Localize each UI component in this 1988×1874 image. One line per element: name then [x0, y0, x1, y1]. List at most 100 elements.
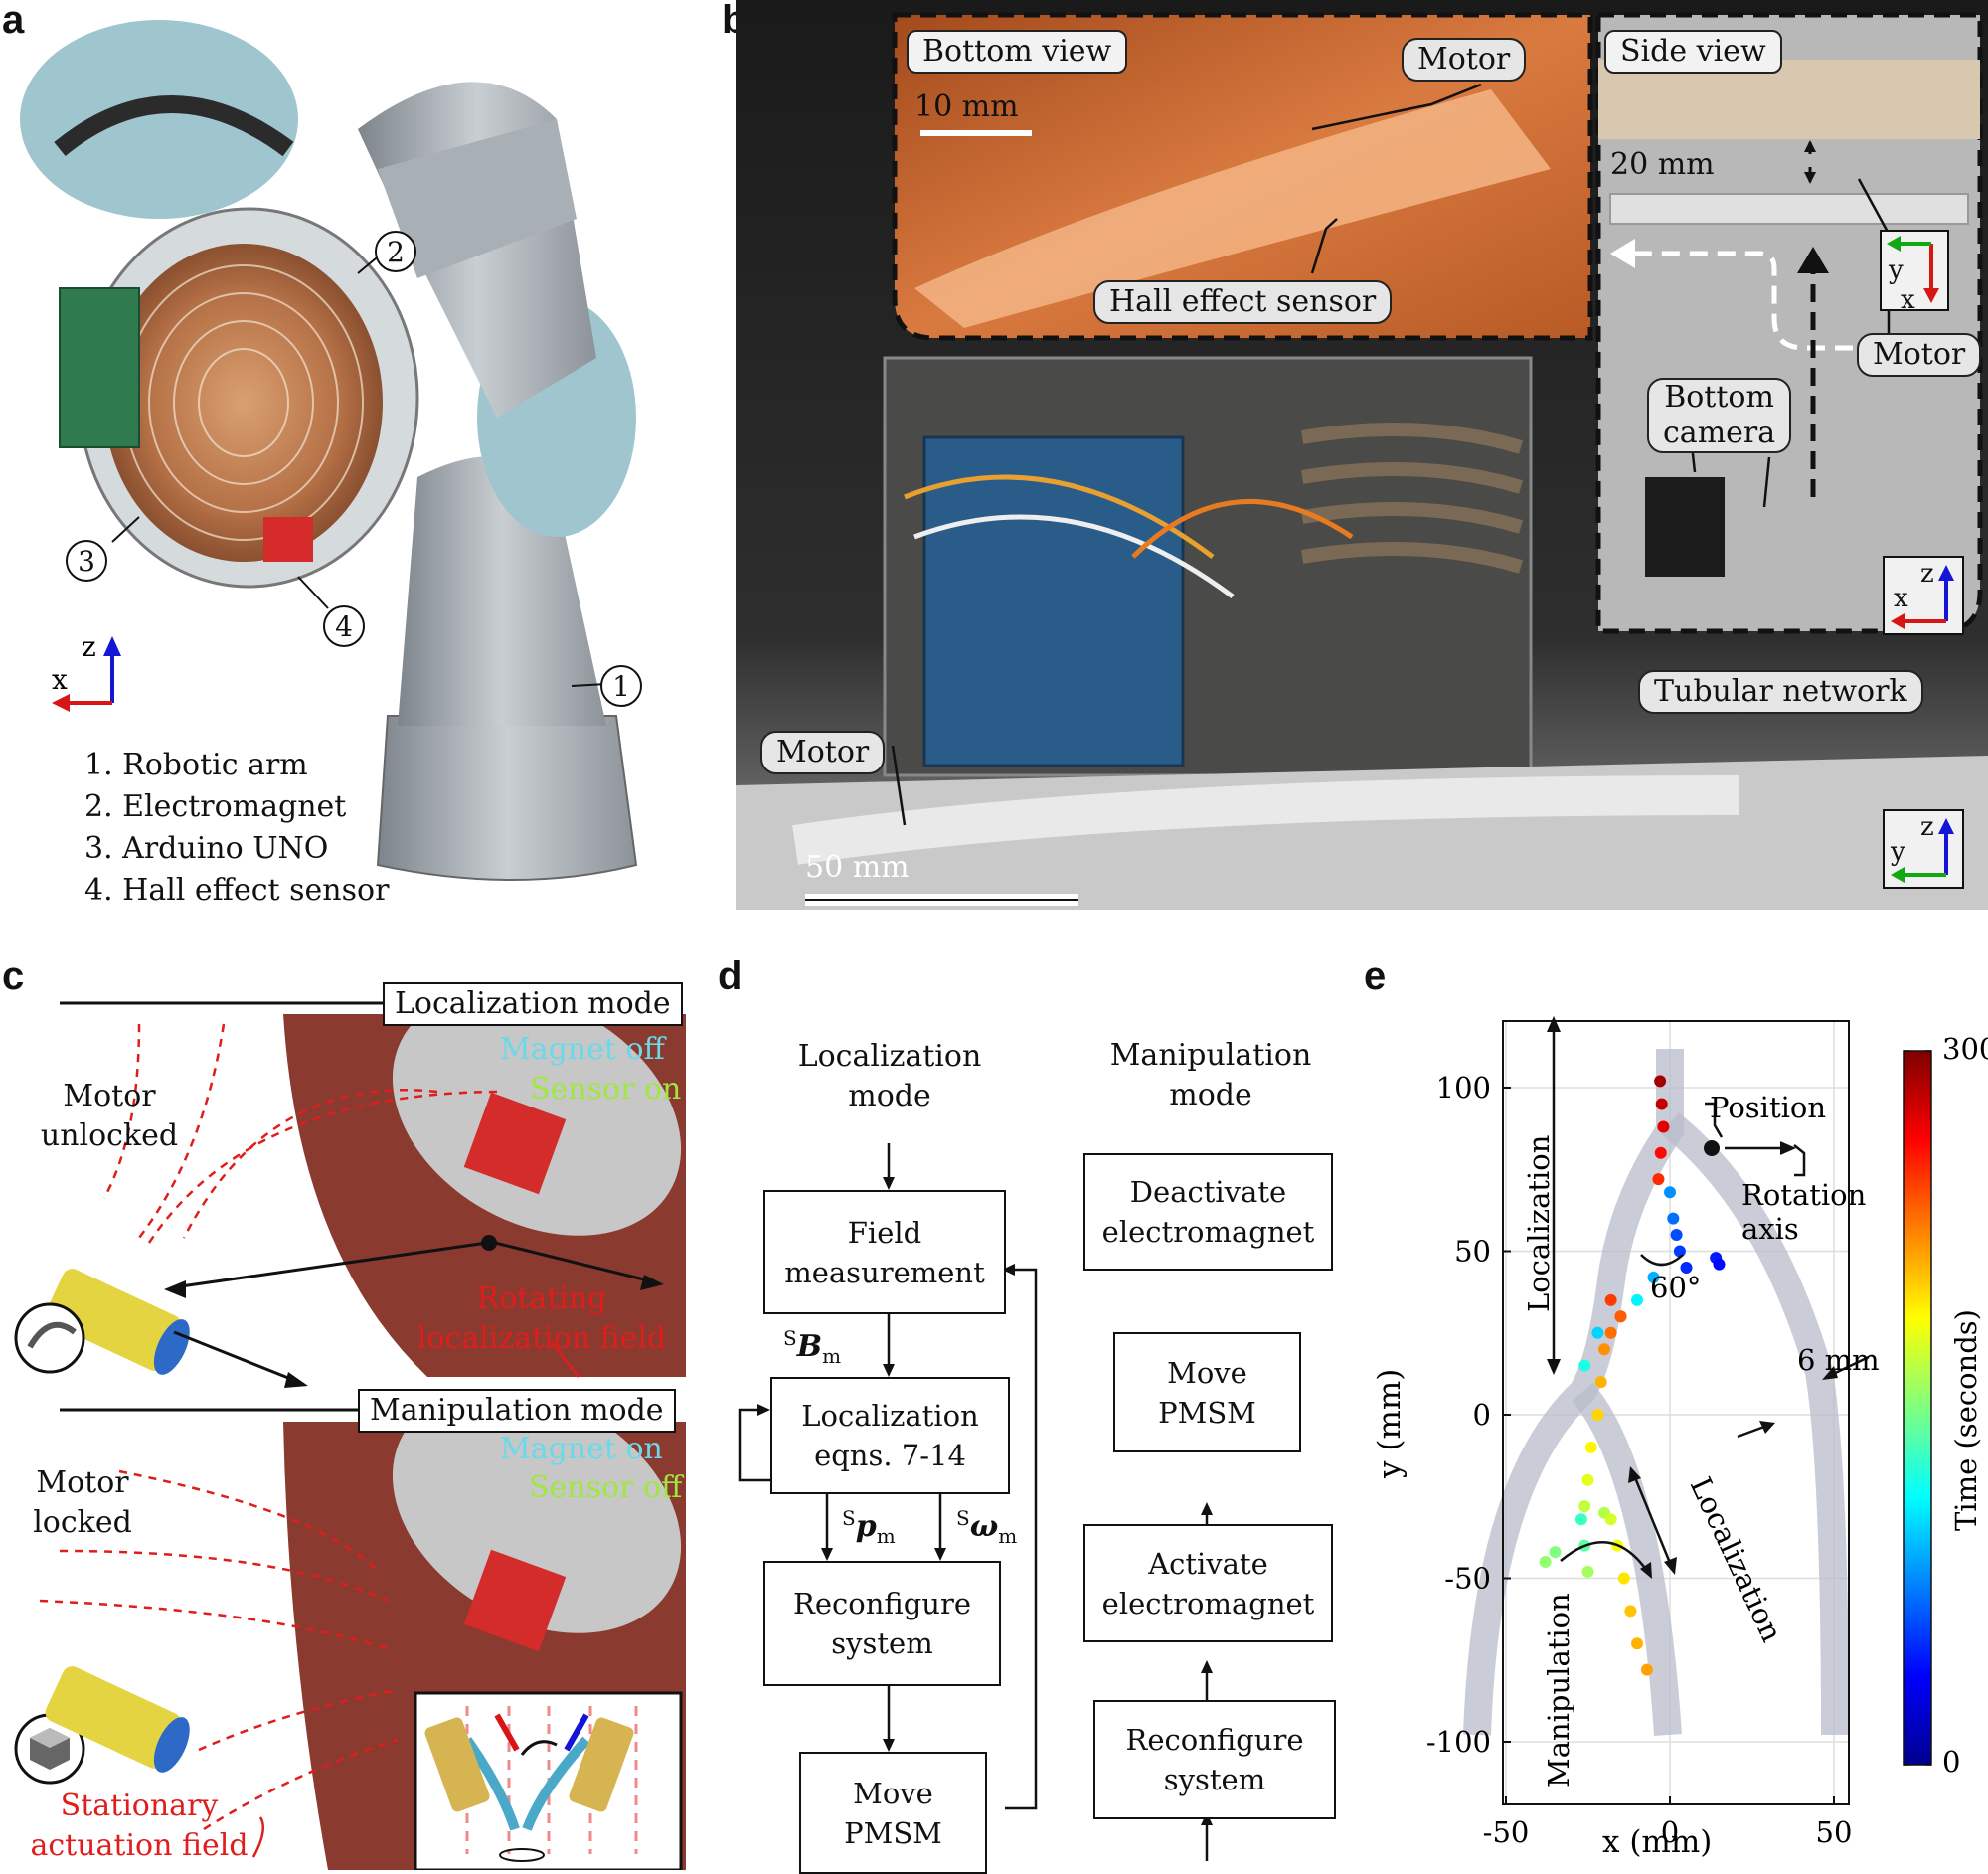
- data-point: [1539, 1556, 1552, 1569]
- annotation-manipulation: Manipulation: [1542, 1593, 1575, 1788]
- colorbar-max: 300: [1942, 1032, 1988, 1066]
- box-localization-eqns: Localization eqns. 7-14: [770, 1377, 1010, 1494]
- trajectory-points: [1539, 1075, 1726, 1676]
- data-point: [1670, 1229, 1683, 1242]
- callout-1: 1: [612, 670, 630, 703]
- data-point: [1581, 1473, 1594, 1486]
- data-point: [1631, 1637, 1643, 1650]
- label-sensor-on: Sensor on: [530, 1072, 682, 1107]
- label-side-view: Side view: [1604, 30, 1782, 74]
- side-axis-x: x: [1894, 584, 1908, 613]
- label-magnet-on: Magnet on: [500, 1432, 663, 1466]
- data-point: [1664, 1186, 1676, 1199]
- box-move-pmsm-left: Move PMSM: [799, 1752, 987, 1874]
- data-point: [1631, 1293, 1643, 1306]
- label-scale-10mm: 10 mm: [914, 89, 1019, 124]
- label-hall-sensor: Hall effect sensor: [1093, 280, 1393, 324]
- data-point: [1549, 1546, 1562, 1559]
- data-point: [1647, 1271, 1660, 1283]
- data-point: [1581, 1565, 1594, 1578]
- inset-axis-y: y: [1888, 256, 1904, 285]
- label-scale-20mm: 20 mm: [1610, 147, 1715, 182]
- panel-label-a: a: [2, 0, 25, 42]
- data-point: [1713, 1258, 1726, 1271]
- y-tick-label: -50: [1444, 1562, 1491, 1596]
- data-point: [1654, 1075, 1667, 1088]
- data-point: [1624, 1605, 1637, 1618]
- y-axis-label: y (mm): [1372, 1369, 1408, 1479]
- panel-label-e: e: [1364, 954, 1387, 998]
- data-point: [1667, 1212, 1680, 1225]
- x-tick-label: 50: [1816, 1815, 1853, 1849]
- label-motor-main: Motor: [760, 731, 886, 774]
- label-motor-locked: Motor locked: [33, 1465, 132, 1540]
- x-axis-label: x (mm): [1602, 1824, 1712, 1860]
- annotation-angle: 60°: [1650, 1271, 1701, 1304]
- side-axis-z: z: [1920, 559, 1934, 589]
- callout-3: 3: [78, 545, 95, 578]
- data-point: [1604, 1513, 1617, 1526]
- data-point: [1604, 1293, 1617, 1306]
- data-point: [1617, 1572, 1630, 1585]
- annotation-localization-top: Localization: [1522, 1135, 1556, 1312]
- robot-arm-photo: 2 3 4 1 z x: [20, 20, 642, 881]
- data-point: [1574, 1513, 1587, 1526]
- label-stationary-field: Stationary actuation field: [30, 1789, 248, 1863]
- data-point: [1591, 1409, 1604, 1421]
- colorbar-gradient: [1903, 1050, 1932, 1766]
- annotation-tube-width: 6 mm: [1797, 1343, 1880, 1377]
- data-point: [1578, 1359, 1591, 1372]
- data-point: [1591, 1326, 1604, 1339]
- legend-item-3: 3. Arduino UNO: [84, 831, 329, 866]
- label-bottom-camera: Bottom camera: [1647, 378, 1792, 453]
- plot-frame: [1502, 1020, 1850, 1805]
- data-point: [1584, 1441, 1597, 1453]
- axis-label-x: x: [52, 663, 68, 696]
- label-sensor-off: Sensor off: [529, 1470, 683, 1505]
- y-tick-label: -100: [1426, 1725, 1491, 1759]
- label-motor-side: Motor: [1857, 333, 1982, 377]
- y-tick-label: 50: [1454, 1235, 1491, 1269]
- colorbar-label: Time (seconds): [1949, 1309, 1983, 1531]
- callout-2: 2: [387, 236, 405, 268]
- x-tick-label: -50: [1483, 1815, 1530, 1849]
- label-rotating-field: Rotating localization field: [416, 1281, 667, 1356]
- label-bottom-view: Bottom view: [907, 30, 1128, 74]
- annotation-localization-bottom: Localization: [1684, 1472, 1789, 1647]
- data-point: [1673, 1245, 1686, 1258]
- data-point: [1594, 1376, 1607, 1389]
- y-tick-label: 0: [1473, 1398, 1491, 1432]
- y-tick-label: 100: [1436, 1071, 1491, 1105]
- label-magnet-off: Magnet off: [500, 1032, 665, 1067]
- label-motor-unlocked: Motor unlocked: [40, 1079, 179, 1153]
- main-axis-y: y: [1890, 837, 1905, 867]
- colorbar: [1510, 954, 1511, 955]
- box-move-pmsm-right: Move PMSM: [1113, 1332, 1301, 1452]
- data-point: [1657, 1120, 1670, 1133]
- colorbar-min: 0: [1942, 1745, 1960, 1779]
- data-point: [1640, 1663, 1653, 1676]
- box-deactivate: Deactivate electromagnet: [1083, 1153, 1333, 1271]
- data-point: [1598, 1343, 1610, 1356]
- symbol-field-B: SBm: [783, 1326, 842, 1368]
- legend-item-4: 4. Hall effect sensor: [84, 873, 390, 908]
- header-manipulation-mode: Manipulation mode: [358, 1389, 676, 1433]
- box-activate: Activate electromagnet: [1083, 1524, 1333, 1642]
- annotation-position: Position: [1710, 1091, 1826, 1124]
- x-tick-label: 0: [1661, 1815, 1679, 1849]
- flow-header-manipulation: Manipulation mode: [1109, 1038, 1312, 1112]
- data-point: [1655, 1098, 1668, 1110]
- panel-label-c: c: [2, 954, 25, 998]
- legend-item-2: 2. Electromagnet: [84, 789, 347, 824]
- flow-header-localization: Localization mode: [797, 1039, 982, 1113]
- legend-item-1: 1. Robotic arm: [84, 748, 308, 782]
- box-reconfigure-left: Reconfigure system: [763, 1561, 1001, 1686]
- modes-illustration: [14, 991, 686, 1870]
- setup-photo: y x x z y z: [736, 0, 1988, 910]
- data-point: [1578, 1500, 1591, 1513]
- label-tubular-network: Tubular network: [1638, 670, 1923, 714]
- symbol-position-p: Spm: [842, 1506, 896, 1548]
- callout-4: 4: [335, 610, 353, 643]
